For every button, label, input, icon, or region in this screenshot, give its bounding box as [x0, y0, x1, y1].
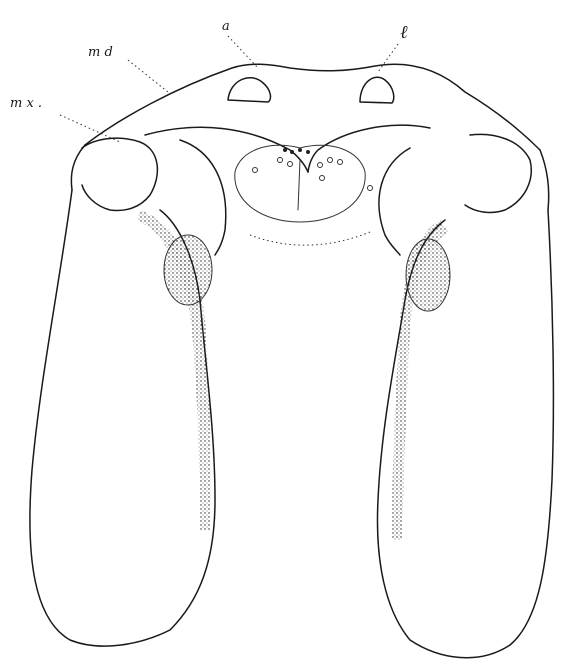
label-a: a [222, 19, 230, 34]
label-l: ℓ [400, 22, 408, 43]
antennae [228, 77, 394, 103]
stippling [138, 210, 450, 540]
mouthparts [235, 145, 373, 245]
label-md: m d [88, 45, 113, 60]
label-mx: m x . [10, 96, 42, 111]
head-outline [71, 64, 548, 210]
